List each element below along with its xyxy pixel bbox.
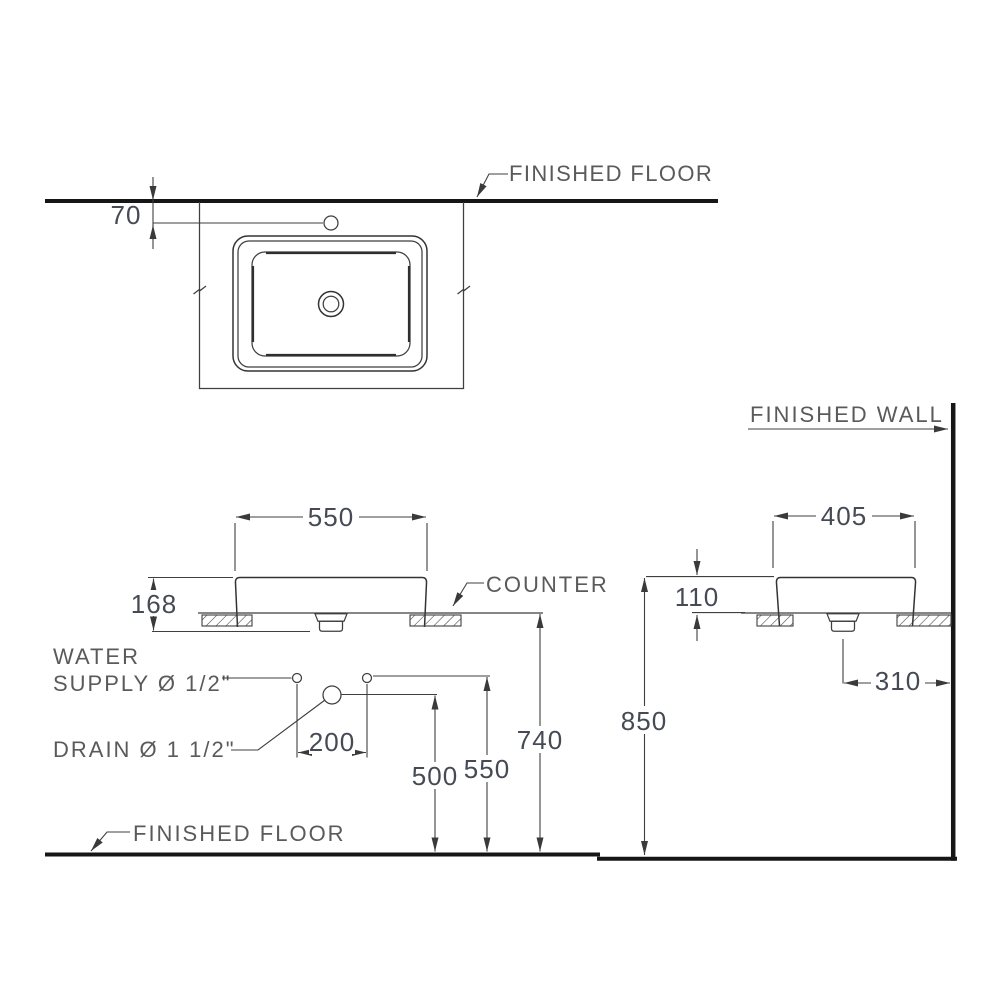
dim-basin-height-168: 168	[131, 576, 310, 633]
dim-text-bg	[463, 755, 511, 782]
dim-text-bg	[619, 706, 669, 734]
dim-rim-height-850: 850	[619, 578, 669, 855]
front-elevation: 550 168 COUNTER WATER SUPPLY Ø 1/2" D	[53, 502, 609, 852]
finished-wall-callout: FINISHED WALL	[748, 402, 948, 433]
dim-drain-to-wall-310: 310	[844, 666, 950, 696]
finished-floor-top-callout: FINISHED FLOOR	[476, 161, 713, 198]
finished-floor-bottom-callout: FINISHED FLOOR	[90, 821, 346, 852]
counter-callout: COUNTER	[452, 572, 609, 607]
faucet-hole	[323, 215, 339, 231]
dim-text-bg	[131, 590, 177, 616]
floor	[45, 852, 957, 861]
finished-floor-bottom-label: FINISHED FLOOR	[133, 821, 346, 846]
dim-basin-depth-405: 405	[772, 501, 916, 568]
plan-view: FINISHED FLOOR 70	[45, 161, 718, 390]
supply-point-left	[291, 672, 303, 684]
drain-outer-circle	[317, 290, 345, 318]
dim-text-405: 405	[821, 501, 867, 531]
dim-text-bg	[303, 503, 359, 529]
leader-line	[90, 831, 130, 852]
dim-text-70: 70	[111, 200, 142, 230]
drain-callout: DRAIN Ø 1 1/2"	[53, 685, 342, 762]
counter-section-right	[409, 614, 462, 627]
leader-line	[476, 173, 508, 198]
dim-text-168: 168	[131, 589, 177, 619]
counter-section-left	[201, 614, 253, 627]
dim-text-bg	[871, 667, 925, 693]
dim-text-740: 740	[517, 725, 563, 755]
drain-inner-circle	[322, 295, 340, 313]
side-elevation: FINISHED WALL 405 110 310	[619, 402, 956, 861]
dim-text-bg	[411, 762, 459, 789]
finished-floor-top-label: FINISHED FLOOR	[509, 161, 713, 186]
dim-text-550: 550	[308, 502, 354, 532]
drain-point	[322, 685, 342, 705]
counter-label: COUNTER	[486, 572, 609, 597]
dim-text-bg	[516, 726, 564, 753]
dim-text-850: 850	[621, 706, 667, 736]
dim-supply-height-550: 550	[373, 675, 511, 852]
leader-line	[231, 699, 326, 751]
water-supply-callout: WATER SUPPLY Ø 1/2"	[53, 644, 373, 696]
dim-text-110: 110	[675, 582, 719, 612]
dim-text-200: 200	[309, 727, 355, 757]
dim-text-550v: 550	[464, 754, 510, 784]
drain-flange-side	[826, 613, 860, 622]
dim-text-500: 500	[412, 761, 458, 791]
dim-counter-height-740: 740	[516, 614, 564, 852]
drain-tailpiece-side	[830, 620, 856, 632]
drain-label: DRAIN Ø 1 1/2"	[53, 737, 236, 762]
dim-basin-width-550: 550	[234, 502, 428, 571]
basin-front-profile	[234, 576, 428, 628]
basin-bowl-outline	[251, 251, 411, 357]
drain-tailpiece-front	[318, 620, 344, 632]
basin-rim-outer	[232, 235, 428, 372]
leader-line	[452, 582, 484, 607]
counter-section-left	[756, 614, 794, 627]
vanity-outline	[198, 202, 465, 390]
break-tick-left	[193, 285, 207, 295]
dim-faucet-offset-70: 70	[111, 177, 323, 249]
dim-drain-height-500: 500	[341, 693, 459, 852]
water-supply-label-line1: WATER	[53, 644, 140, 669]
supply-point-right	[361, 672, 373, 684]
dim-text-310: 310	[875, 666, 921, 696]
dim-above-counter-110: 110	[675, 549, 745, 641]
dim-text-bg	[816, 502, 872, 528]
drain-flange-front	[314, 613, 348, 622]
dim-text-bg	[309, 731, 355, 754]
basin-side-profile	[775, 576, 917, 627]
break-tick-right	[457, 285, 471, 295]
dim-supply-spacing-200: 200	[296, 684, 368, 758]
basin-rim-inner	[237, 240, 423, 368]
counter-section-right	[896, 614, 952, 627]
finished-wall-label: FINISHED WALL	[750, 402, 944, 427]
water-supply-label-line2: SUPPLY Ø 1/2"	[53, 671, 232, 696]
